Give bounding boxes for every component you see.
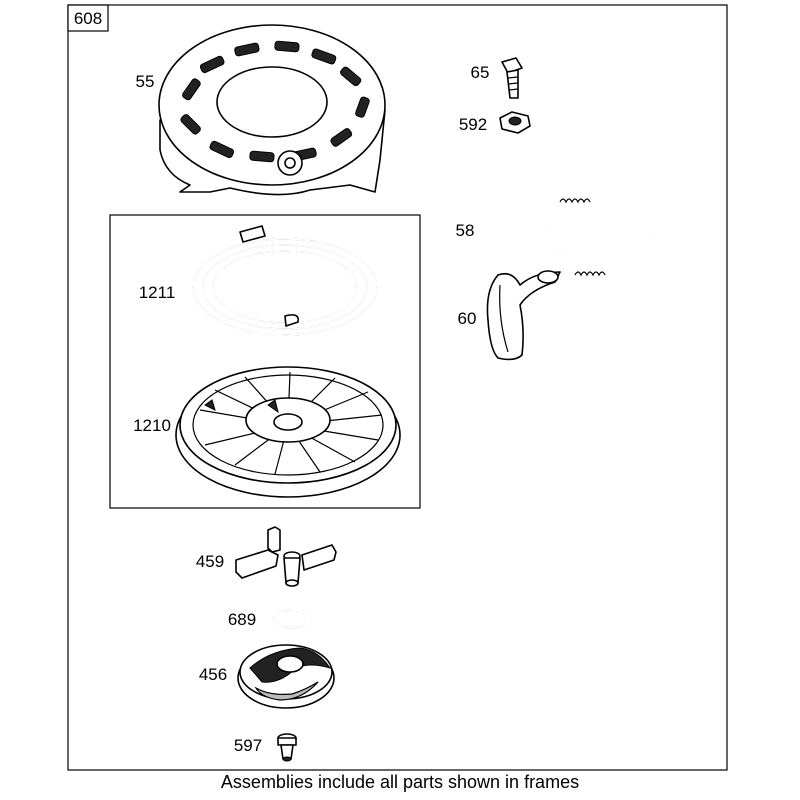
callout-689: 689 [228, 610, 256, 629]
pawl-part [235, 526, 337, 587]
assembly-frame [109, 214, 421, 509]
retainer-ring-part [273, 609, 306, 629]
callout-1210: 1210 [133, 416, 171, 435]
page-number-box [67, 4, 109, 32]
recoil-spring-part [192, 225, 378, 336]
callout-592: 592 [459, 115, 487, 134]
footer-note: Assemblies include all parts shown in fr… [220, 772, 580, 792]
starter-housing-part [158, 24, 386, 196]
nut-part [499, 111, 531, 134]
callout-60: 60 [458, 309, 477, 328]
callout-1211: 1211 [139, 283, 176, 302]
bolt-part [501, 57, 523, 99]
callout-597: 597 [234, 736, 262, 755]
callout-459: 459 [196, 552, 224, 571]
callout-55: 55 [136, 72, 155, 91]
screw-part [277, 733, 297, 762]
starter-handle-part [486, 270, 561, 361]
retainer-part [237, 644, 335, 709]
callout-456: 456 [199, 665, 227, 684]
pulley-part [175, 366, 401, 498]
callout-65: 65 [471, 63, 490, 82]
page-frame [67, 4, 728, 771]
rope-part [485, 195, 707, 277]
callout-58: 58 [456, 221, 475, 240]
page-number: 608 [74, 9, 102, 28]
